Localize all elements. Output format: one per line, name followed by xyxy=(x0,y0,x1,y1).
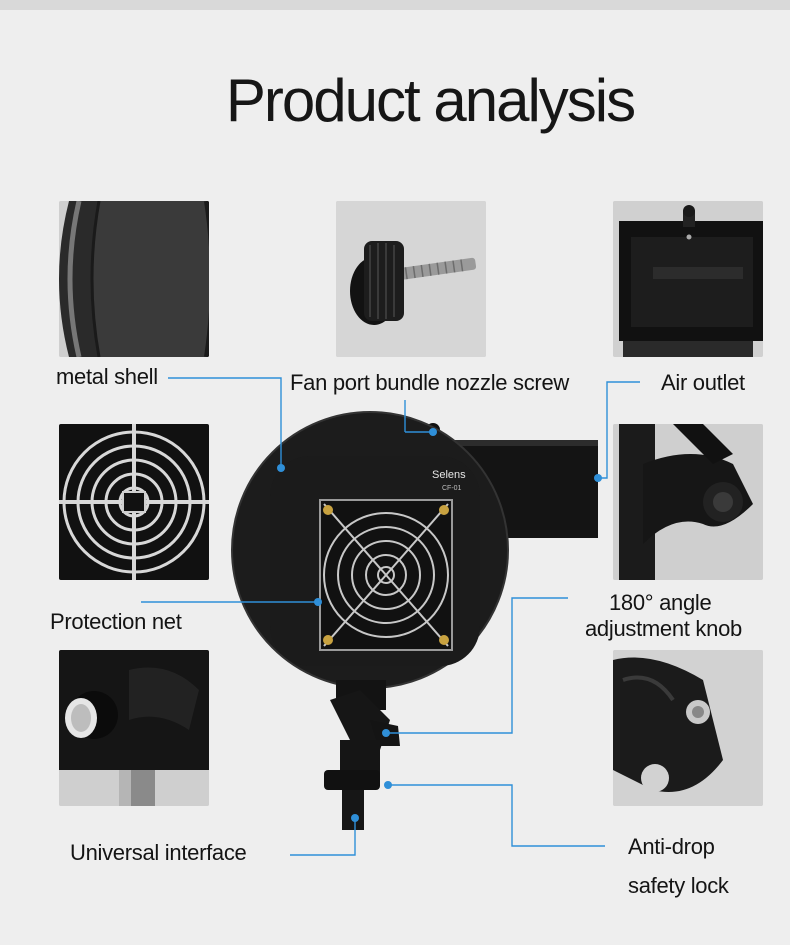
universal-interface-image xyxy=(59,650,209,806)
protection-net-label: Protection net xyxy=(50,609,182,634)
anti-drop-label-line1: Anti-drop xyxy=(628,834,715,859)
air-outlet-label: Air outlet xyxy=(661,370,745,395)
anti-drop-lock-image xyxy=(613,650,763,806)
angle-knob-label-line2: adjustment knob xyxy=(585,616,742,641)
air-outlet-image xyxy=(613,201,763,357)
angle-knob-image xyxy=(613,424,763,580)
metal-shell-image xyxy=(59,201,209,357)
blower-product-image: Selens CF-01 xyxy=(230,400,620,830)
anti-drop-label-line2: safety lock xyxy=(628,873,729,898)
protection-net-image xyxy=(59,424,209,580)
universal-interface-label: Universal interface xyxy=(70,840,247,865)
angle-knob-label-line1: 180° angle xyxy=(609,590,712,615)
metal-shell-label: metal shell xyxy=(56,364,158,389)
top-strip xyxy=(0,0,790,10)
brand-text: Selens xyxy=(432,469,466,481)
model-text: CF-01 xyxy=(442,485,462,492)
page-title: Product analysis xyxy=(225,67,636,134)
nozzle-screw-image xyxy=(336,201,486,357)
nozzle-screw-label: Fan port bundle nozzle screw xyxy=(290,370,569,395)
